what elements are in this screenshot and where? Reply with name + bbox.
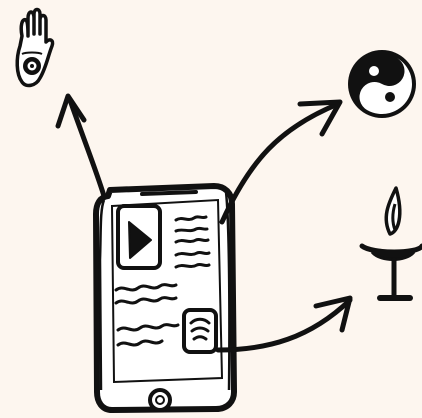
play-icon xyxy=(118,206,160,268)
arrow-to-hamsa xyxy=(58,96,104,196)
home-button xyxy=(150,390,170,410)
arrow-to-yin-yang xyxy=(222,102,340,222)
chalice-flame-icon xyxy=(362,188,422,298)
yin-yang-icon xyxy=(348,50,422,125)
smartphone xyxy=(96,186,234,410)
hamsa-hand-icon xyxy=(17,10,52,86)
audio-waves-icon xyxy=(184,310,216,352)
arrow-to-chalice xyxy=(218,298,350,350)
